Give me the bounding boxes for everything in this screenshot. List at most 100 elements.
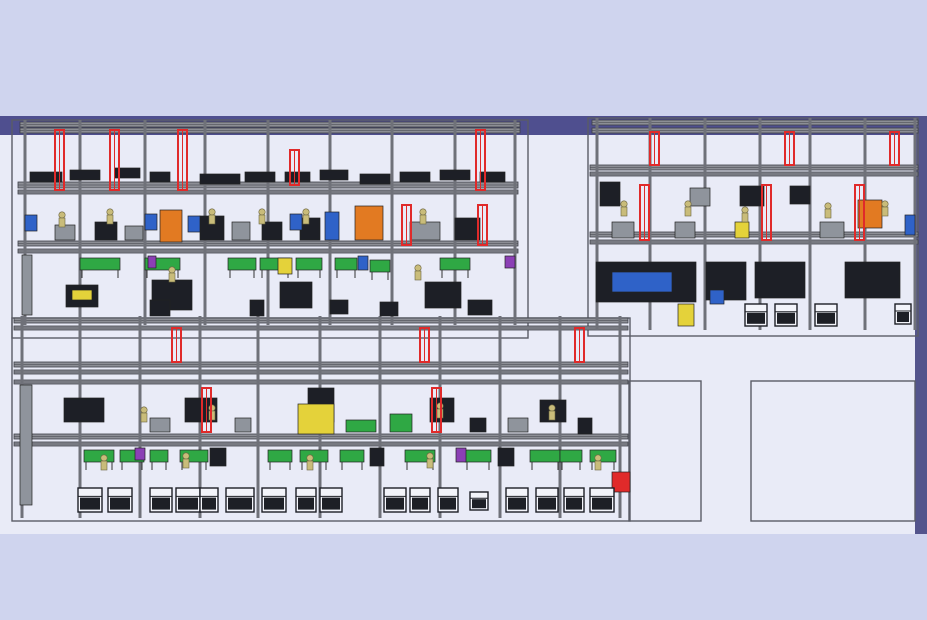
equipment-block xyxy=(144,213,158,231)
operator-figure-icon xyxy=(741,212,749,223)
equipment-block xyxy=(739,185,765,207)
cart-contents xyxy=(440,497,456,510)
equipment-block xyxy=(134,447,146,461)
equipment-block xyxy=(504,255,516,269)
operator-figure-icon xyxy=(58,217,66,228)
equipment-block xyxy=(231,221,251,241)
operator-head xyxy=(302,208,310,216)
cabinet-icon xyxy=(354,205,384,241)
operator-figure-icon xyxy=(824,208,832,219)
cabinet-icon xyxy=(734,221,750,239)
operator-head xyxy=(419,208,427,216)
equipment-block xyxy=(29,171,63,183)
operator-head xyxy=(208,208,216,216)
equipment-block xyxy=(149,417,171,433)
equipment-block xyxy=(94,221,118,241)
equipment-block xyxy=(611,271,673,293)
post xyxy=(703,118,707,330)
equipment-block xyxy=(359,173,391,185)
post xyxy=(256,316,260,518)
operator-head xyxy=(258,208,266,216)
operator-figure-icon xyxy=(258,214,266,225)
workbench-icon xyxy=(79,257,121,271)
operator-head xyxy=(414,264,422,272)
cart-contents xyxy=(110,497,130,510)
operator-figure-icon xyxy=(881,206,889,217)
workbench-icon xyxy=(267,449,293,463)
machine xyxy=(249,299,265,317)
equipment-block xyxy=(209,447,227,467)
machine xyxy=(467,299,493,316)
equipment-block xyxy=(69,169,101,181)
operator-figure-icon xyxy=(168,272,176,283)
equipment-block xyxy=(199,173,241,185)
operator-head xyxy=(594,454,602,462)
operator-figure-icon xyxy=(140,412,148,423)
operator-figure-icon xyxy=(182,458,190,469)
cart-contents xyxy=(747,312,765,324)
empty-bay-1 xyxy=(628,380,702,522)
cart-contents xyxy=(566,497,582,510)
cart-contents xyxy=(412,497,428,510)
operator-figure-icon xyxy=(620,206,628,217)
workbench-icon xyxy=(345,419,377,433)
equipment-block xyxy=(149,171,171,183)
post xyxy=(138,316,142,518)
operator-figure-icon xyxy=(548,410,556,421)
equipment-block xyxy=(71,289,93,301)
operator-figure-icon xyxy=(302,214,310,225)
cart-contents xyxy=(80,497,100,510)
equipment-block xyxy=(234,417,252,433)
operator-figure-icon xyxy=(306,460,314,471)
cart-contents xyxy=(264,497,284,510)
cart-contents xyxy=(178,497,198,510)
cart-contents xyxy=(538,497,556,510)
rack xyxy=(21,254,33,316)
post xyxy=(513,120,517,325)
equipment xyxy=(19,167,916,513)
post xyxy=(595,118,599,330)
workbench-icon xyxy=(299,449,329,463)
equipment-block xyxy=(289,213,303,231)
equipment-block xyxy=(689,187,711,207)
equipment-block xyxy=(709,289,725,305)
empty-bay-2 xyxy=(750,380,916,522)
rack xyxy=(19,384,33,506)
equipment-block xyxy=(147,255,157,269)
post xyxy=(390,120,394,325)
operator-head xyxy=(58,211,66,219)
operator-head xyxy=(182,452,190,460)
equipment-block xyxy=(507,417,529,433)
equipment-block xyxy=(599,181,621,207)
equipment-block xyxy=(357,255,369,271)
workbench-icon xyxy=(589,449,617,463)
equipment-block xyxy=(324,211,340,241)
equipment-block xyxy=(124,225,144,241)
cart-contents xyxy=(508,497,526,510)
post xyxy=(498,316,502,518)
operator-figure-icon xyxy=(414,270,422,281)
cabinet-icon xyxy=(297,403,335,435)
operator-head xyxy=(306,454,314,462)
cart-contents xyxy=(777,312,795,324)
overhead-lifts xyxy=(54,129,900,433)
workbench-icon xyxy=(559,449,583,463)
operator-head xyxy=(426,452,434,460)
machine xyxy=(279,281,313,309)
operator-head xyxy=(741,206,749,214)
cabinet-icon xyxy=(159,209,183,243)
equipment-block xyxy=(455,447,467,463)
operator-head xyxy=(620,200,628,208)
machine xyxy=(844,261,901,299)
operator-head xyxy=(140,406,148,414)
workbench-icon xyxy=(389,413,413,433)
equipment-block xyxy=(454,217,481,241)
equipment-block xyxy=(261,221,283,241)
operator-head xyxy=(100,454,108,462)
machine xyxy=(424,281,462,309)
cart-contents xyxy=(298,497,314,510)
post xyxy=(618,316,622,518)
operator-head xyxy=(824,202,832,210)
operator-head xyxy=(168,266,176,274)
